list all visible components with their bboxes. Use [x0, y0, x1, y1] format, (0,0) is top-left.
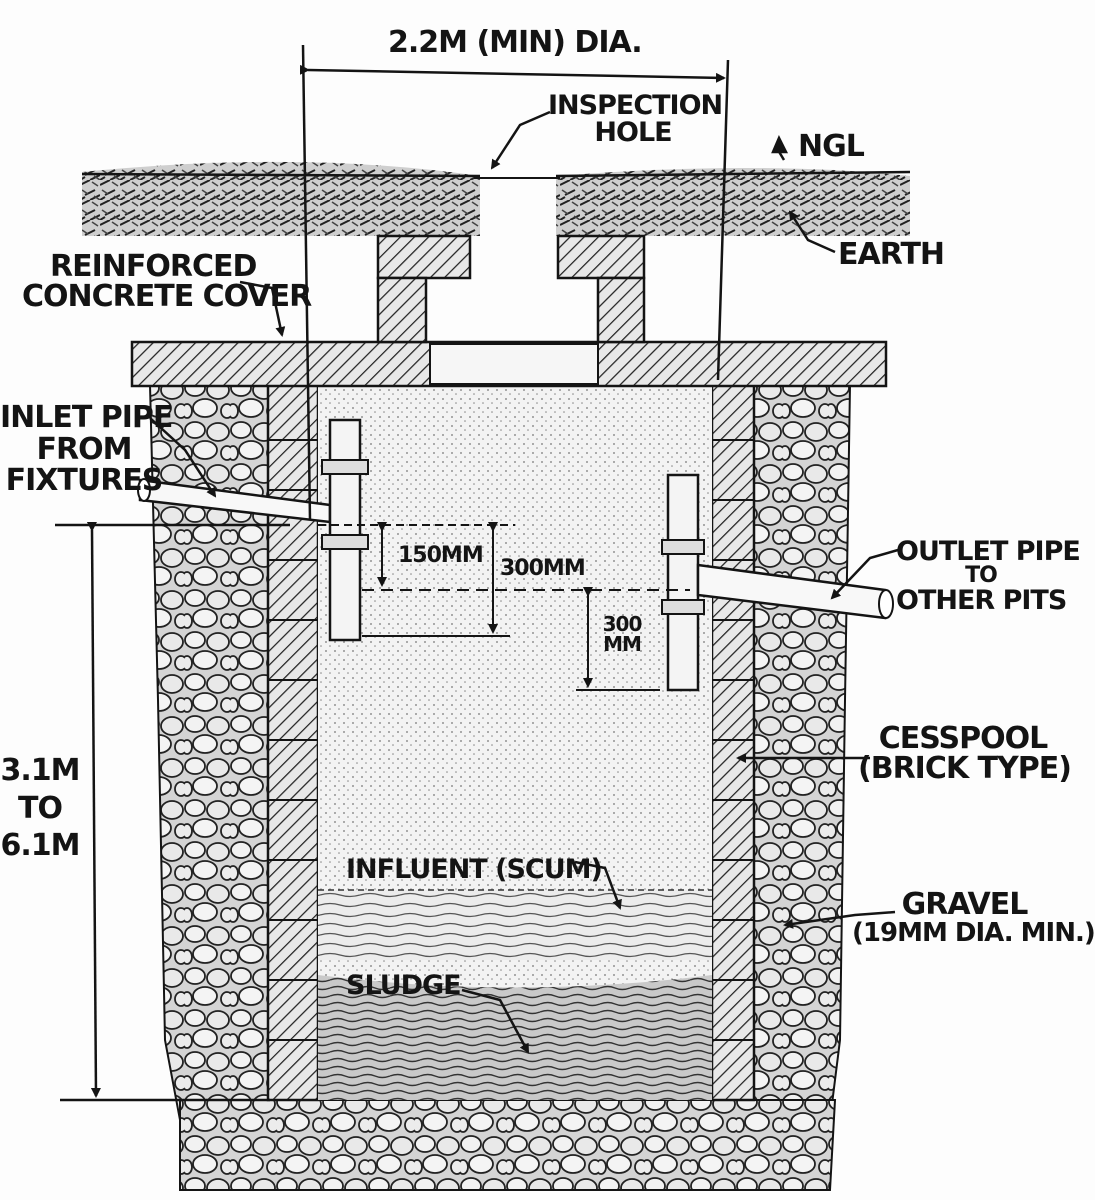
gravel-line-1: GRAVEL — [901, 887, 1029, 922]
inlet-pipe — [137, 418, 369, 642]
gravel-label: GRAVEL (19MM DIA. MIN.) — [852, 887, 1095, 948]
outlet-line-1: OUTLET PIPE — [896, 536, 1081, 567]
diameter-label: 2.2M (MIN) DIA. — [388, 25, 643, 60]
cesspool-label: CESSPOOL (BRICK TYPE) — [858, 721, 1072, 786]
inlet-pipe-label: INLET PIPE FROM FIXTURES — [0, 400, 173, 498]
cesspool-line-2: (BRICK TYPE) — [858, 751, 1072, 786]
gravel-surround — [148, 384, 852, 1191]
influent-scum-label: INFLUENT (SCUM) — [346, 854, 603, 885]
dim-300mm-outlet-label: 300 MM — [594, 614, 650, 654]
inspection-hole-line-1: INSPECTION — [548, 90, 723, 121]
earth-layer — [81, 161, 911, 236]
brick-wall-right — [710, 383, 756, 1102]
depth-label: 3.1M TO 6.1M — [0, 752, 81, 865]
cover-line-1: REINFORCED — [50, 249, 257, 284]
dim-300-line-2: MM — [603, 632, 642, 656]
leader-lines — [149, 110, 899, 1054]
cover-line-2: CONCRETE COVER — [22, 279, 312, 314]
sludge-layer — [318, 975, 712, 1100]
dim-300mm-label: 300MM — [500, 556, 586, 581]
inlet-line-2: FROM — [36, 431, 133, 467]
concrete-cover — [130, 340, 888, 388]
cover-label: REINFORCED CONCRETE COVER — [22, 249, 312, 314]
outlet-pipe-label: OUTLET PIPE TO OTHER PITS — [896, 536, 1081, 616]
inlet-line-3: FIXTURES — [5, 463, 164, 498]
outlet-pipe — [661, 473, 894, 692]
influent-scum-layer — [318, 890, 712, 960]
depth-line-1: 3.1M — [0, 753, 81, 788]
earth-label: EARTH — [838, 237, 945, 272]
sludge-label: SLUDGE — [346, 970, 462, 1001]
ngl-label: NGL — [798, 129, 865, 164]
depth-line-2: TO — [18, 790, 63, 826]
inspection-hole-label: INSPECTION HOLE — [548, 90, 723, 148]
dimension-lines — [55, 44, 730, 1102]
gravel-line-2: (19MM DIA. MIN.) — [852, 918, 1095, 948]
cesspool-line-1: CESSPOOL — [878, 721, 1048, 756]
depth-line-3: 6.1M — [0, 828, 81, 863]
inspection-hole-line-2: HOLE — [594, 117, 672, 148]
inlet-line-1: INLET PIPE — [0, 400, 173, 435]
dim-150mm-label: 150MM — [398, 543, 484, 568]
outlet-line-3: OTHER PITS — [896, 585, 1067, 616]
pit-interior — [318, 385, 712, 1100]
inspection-neck — [376, 234, 646, 344]
dim-300-line-1: 300 — [602, 612, 643, 636]
outlet-line-2: TO — [965, 563, 998, 588]
